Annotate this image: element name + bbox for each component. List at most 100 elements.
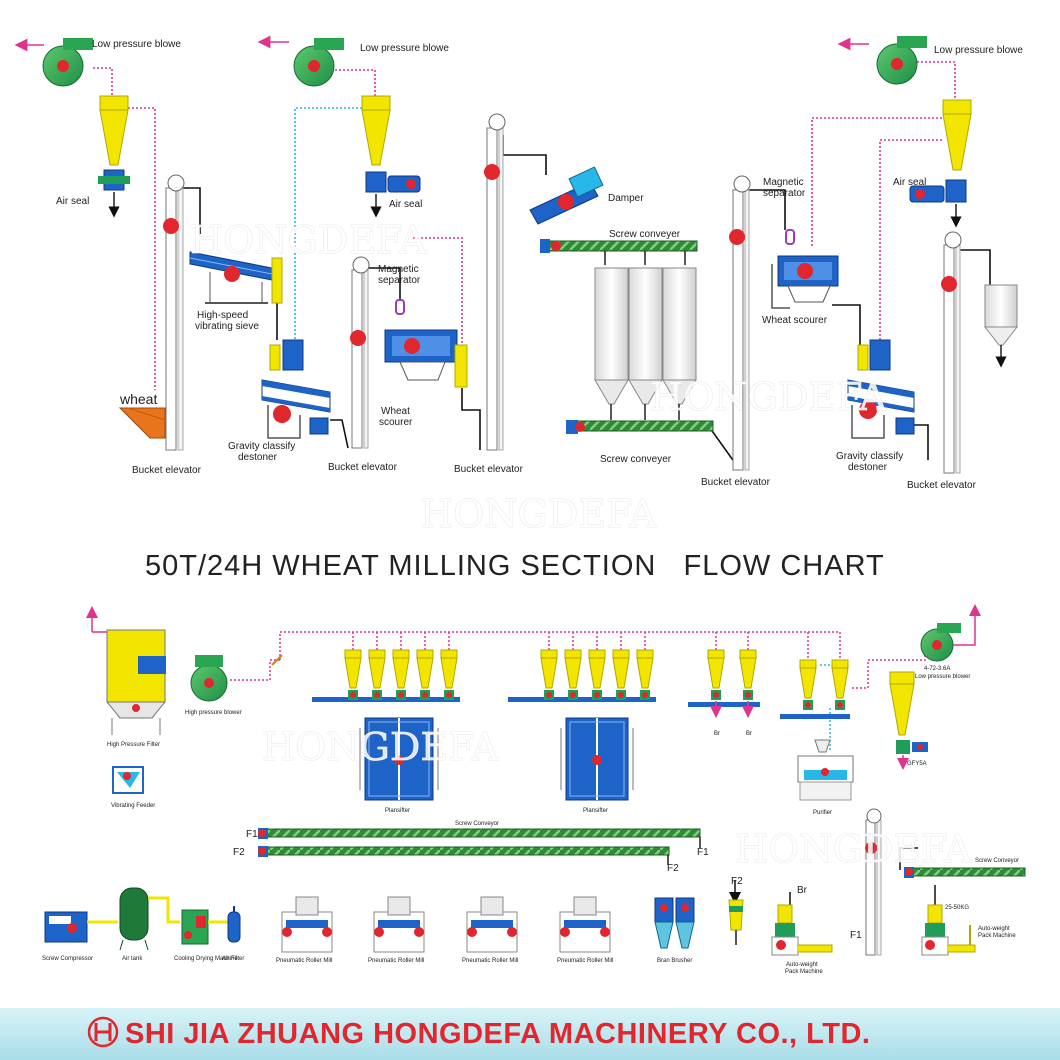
cyclone-cone xyxy=(831,667,849,699)
cyclone-head xyxy=(799,659,817,669)
label-pack-1-line2: Pack Machine xyxy=(785,969,823,975)
footer-band: SHI JIA ZHUANG HONGDEFA MACHINERY CO., L… xyxy=(0,1008,1060,1060)
airlock-motor xyxy=(546,692,552,698)
label-destoner-2-line2: destoner xyxy=(848,462,888,473)
label-bucket-elevator-5: Bucket elevator xyxy=(907,480,977,491)
cleaning-labels: Low pressure blowe Low pressure blowe Lo… xyxy=(56,39,1023,491)
bran-brusher xyxy=(654,897,695,949)
purifier xyxy=(797,739,854,801)
cyclone-head xyxy=(344,649,362,659)
watermark-2: HONGDEFA xyxy=(650,375,887,419)
cyclone-cone xyxy=(799,667,817,699)
airlock-motor xyxy=(837,702,843,708)
watermark-2-fill: HONGDEFA xyxy=(650,375,887,419)
label-lp-blower-code: 4-72-3.6A xyxy=(924,666,950,672)
cyclone-cone xyxy=(440,657,458,689)
bucket-elevator-1 xyxy=(163,174,185,451)
cyclone-cone xyxy=(588,657,606,689)
label-screw-bottom: Screw conveyer xyxy=(600,454,672,465)
airlock-motor xyxy=(398,692,404,698)
high-pressure-filter xyxy=(105,629,167,735)
bucket-elevator-5 xyxy=(941,231,962,474)
airlock-manifold xyxy=(780,714,850,719)
company-name: SHI JIA ZHUANG HONGDEFA MACHINERY CO., L… xyxy=(125,1018,870,1050)
label-vibrating-feeder: Vibrating Feeder xyxy=(111,803,155,809)
company-logo-icon xyxy=(87,1016,119,1048)
label-bran-brusher: Bran Brusher xyxy=(657,958,692,964)
label-destoner-1-line1: Gravity classify xyxy=(228,441,295,452)
label-magnetic-1-line1: Magnetic xyxy=(378,264,419,275)
wheat-scourer-1 xyxy=(384,329,468,388)
airlock-motor xyxy=(805,702,811,708)
label-pack-2-line1: Auto-weight xyxy=(978,926,1010,932)
label-blower-1: Low pressure blowe xyxy=(92,39,181,50)
cyclone-bank-1 xyxy=(312,649,460,702)
label-screw-top: Screw conveyer xyxy=(609,229,681,240)
label-compressor: Screw Compressor xyxy=(42,956,93,962)
air-tank xyxy=(119,887,180,951)
label-roller-1: Pneumatic Roller Mill xyxy=(276,958,332,964)
cyclone-head xyxy=(368,649,386,659)
vibrating-feeder xyxy=(112,766,144,794)
flour-bin-f2 xyxy=(728,899,744,945)
label-damper: Damper xyxy=(608,193,644,204)
cyclone-head xyxy=(416,649,434,659)
cyclone-bank-3 xyxy=(688,649,850,719)
cyclone-head xyxy=(636,649,654,659)
label-magnetic-2-line2: separator xyxy=(763,188,806,199)
milling-labels: High Pressure Filter High pressure blowe… xyxy=(42,666,1019,975)
high-speed-vibrating-sieve xyxy=(189,251,283,304)
wheat-intake-hopper xyxy=(118,407,166,439)
label-sieve-line1: High-speed xyxy=(197,310,248,321)
low-pressure-blower-2 xyxy=(257,35,344,87)
label-sieve-line2: vibrating sieve xyxy=(195,321,259,332)
watermark-1: HONGDEFA xyxy=(190,218,427,262)
label-scourer-1-line1: Wheat xyxy=(381,406,410,417)
label-scourer-2: Wheat scourer xyxy=(762,315,828,326)
cyclone-cone xyxy=(540,657,558,689)
cyclone-cone xyxy=(368,657,386,689)
label-screw-conveyor-right: Screw Conveyor xyxy=(975,858,1019,864)
cyclone-cone xyxy=(636,657,654,689)
label-br-2: Br xyxy=(746,731,752,737)
label-air-seal-2: Air seal xyxy=(389,199,422,210)
airlock-motor xyxy=(570,692,576,698)
label-scourer-1-line2: scourer xyxy=(379,417,413,428)
watermark-4-fill: HONGDEFA xyxy=(262,725,499,769)
label-f1-right: F1 xyxy=(697,847,709,858)
pneumatic-roller-mill-4 xyxy=(559,896,611,953)
bucket-elevator-4 xyxy=(729,175,751,471)
cyclone-head xyxy=(588,649,606,659)
label-roller-4: Pneumatic Roller Mill xyxy=(557,958,613,964)
airlock-motor xyxy=(350,692,356,698)
label-f1-left: F1 xyxy=(246,829,258,840)
airlock-motor xyxy=(594,692,600,698)
cyclone-cone xyxy=(564,657,582,689)
low-pressure-blower-3 xyxy=(837,36,927,85)
cleaning-pipes xyxy=(93,61,991,471)
low-pressure-blower-1 xyxy=(14,38,93,87)
cyclone-head xyxy=(440,649,458,659)
label-bucket-elevator-4: Bucket elevator xyxy=(701,477,771,488)
plansifter-2 xyxy=(560,717,634,801)
screw-conveyer-top xyxy=(540,239,698,265)
label-br-1: Br xyxy=(714,731,720,737)
cyclone-head xyxy=(612,649,630,659)
auto-weight-pack-machine-2 xyxy=(921,904,976,956)
label-destoner-2-line1: Gravity classify xyxy=(836,451,903,462)
airlock-motor xyxy=(446,692,452,698)
label-air-filter: Air Filter xyxy=(222,956,244,962)
watermark-3-fill: HONGDEFA xyxy=(420,492,657,536)
label-magnetic-1-line2: separator xyxy=(378,275,421,286)
storage-silos xyxy=(594,267,697,420)
cyclone-gfy5a xyxy=(889,671,928,770)
label-lp-blower: Low pressure blower xyxy=(915,674,970,680)
label-cyclone-code: GFY5A xyxy=(907,761,927,767)
airlock-motor xyxy=(713,692,719,698)
page-title: 50T/24H WHEAT MILLING SECTION FLOW CHART xyxy=(145,550,885,582)
magnetic-separator-1 xyxy=(395,299,405,315)
cyclone-head xyxy=(739,649,757,659)
label-destoner-1-line2: destoner xyxy=(238,452,278,463)
